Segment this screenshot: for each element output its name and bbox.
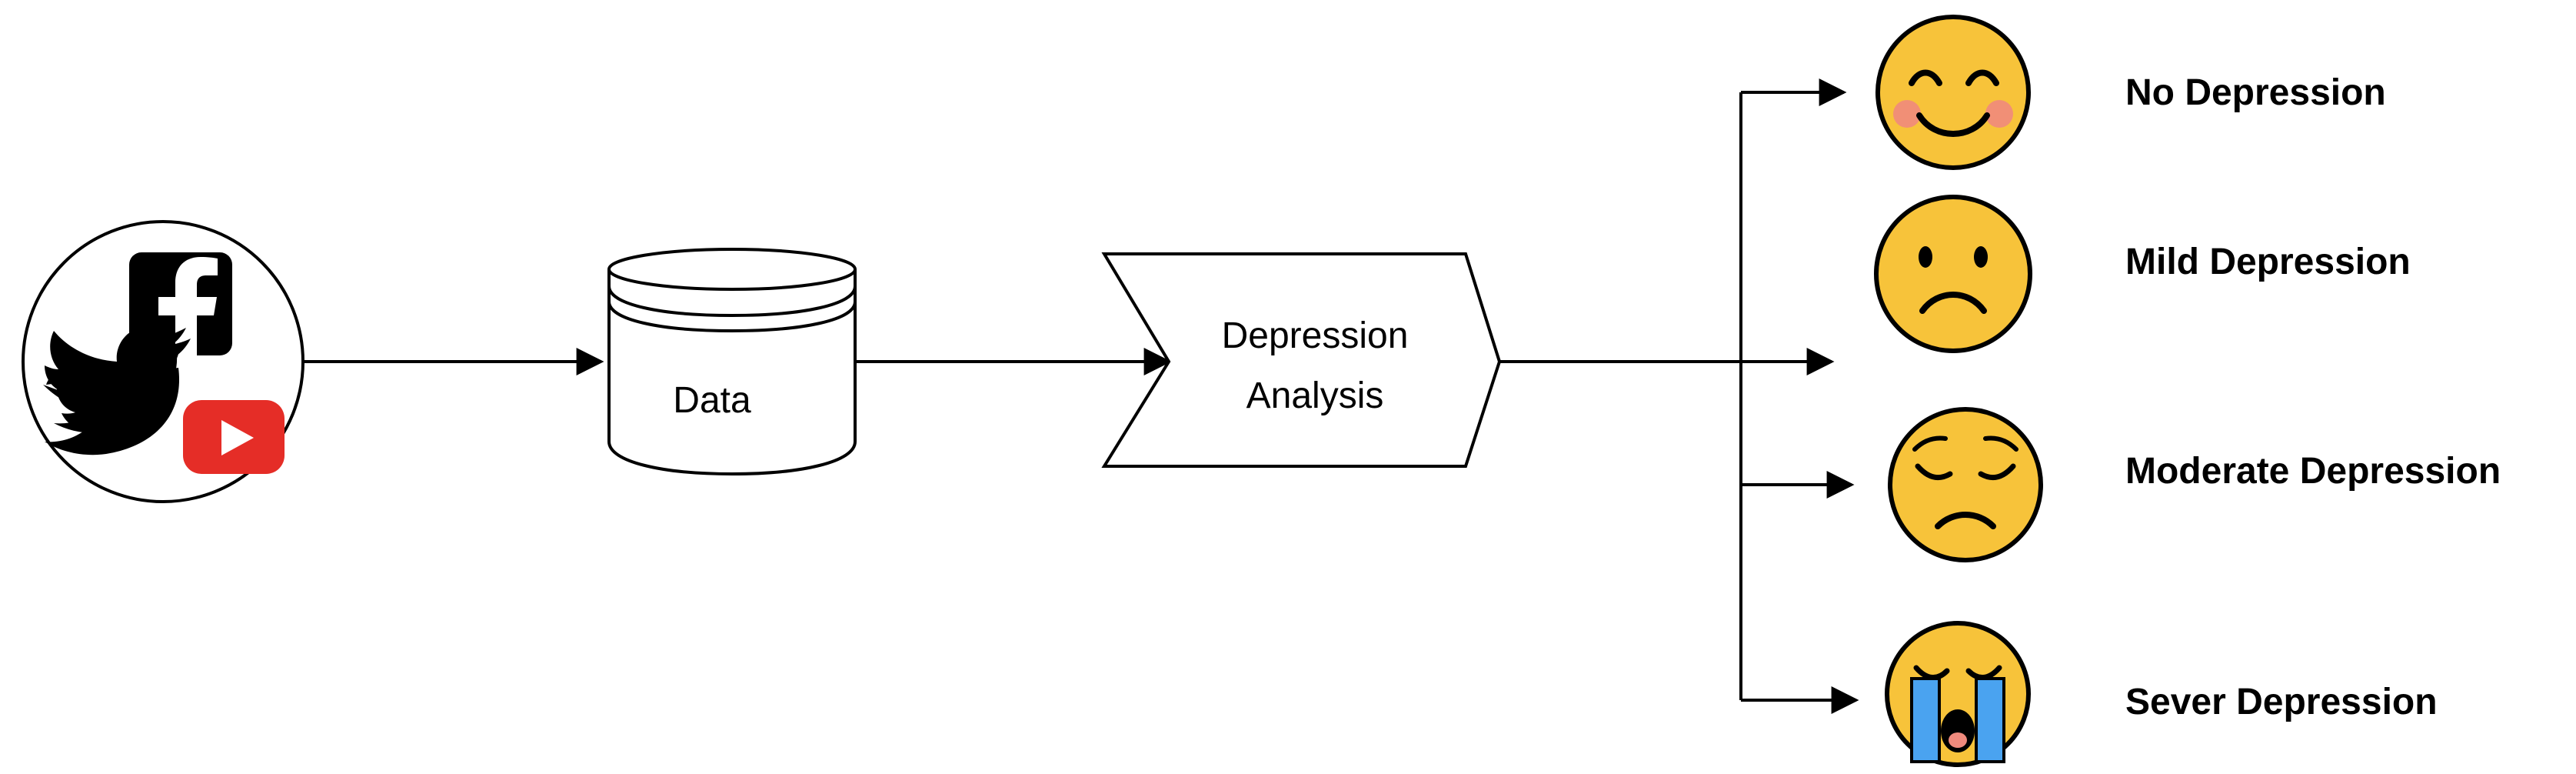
- outcome-label-moderate-depression: Moderate Depression: [2125, 451, 2501, 492]
- smiling-face-icon: [1875, 15, 2031, 170]
- pensive-face-icon: [1888, 407, 2043, 562]
- crying-face-icon: [1885, 621, 2031, 767]
- depression-analysis-step: Depression Analysis: [1101, 252, 1502, 468]
- outcome-label-mild-depression: Mild Depression: [2125, 242, 2411, 282]
- frowning-face-icon: [1874, 195, 2032, 353]
- outcome-label-sever-depression: Sever Depression: [2125, 682, 2438, 722]
- twitter-icon: [43, 327, 191, 455]
- data-store-label: Data: [673, 380, 751, 421]
- analysis-label-line2: Analysis: [1246, 375, 1384, 416]
- outcome-label-no-depression: No Depression: [2125, 72, 2386, 113]
- analysis-label-line1: Depression: [1222, 315, 1409, 356]
- youtube-icon: [183, 400, 285, 474]
- social-media-source: [22, 220, 305, 503]
- data-store: Data: [607, 248, 857, 476]
